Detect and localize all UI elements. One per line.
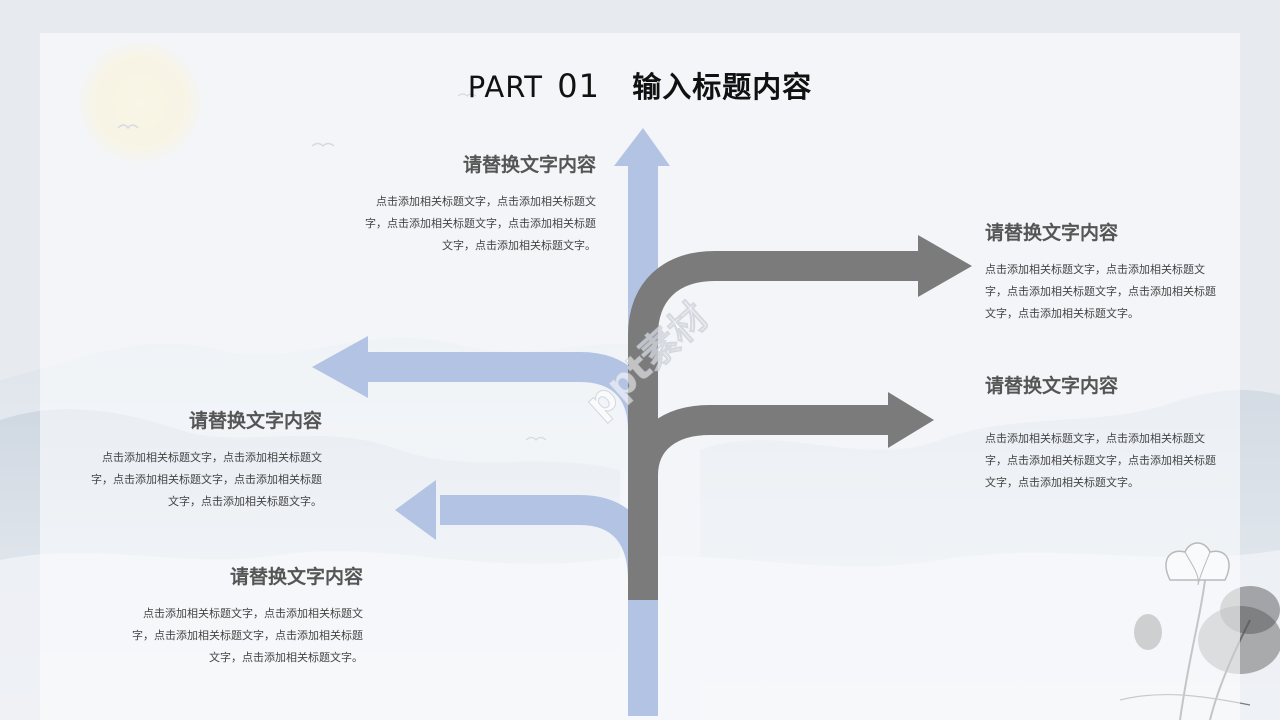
- arrow-right-upper-head: [918, 235, 972, 297]
- block-heading: 请替换文字内容: [229, 566, 363, 588]
- arrow-right-upper-gray: [628, 251, 922, 520]
- text-block-top-right: 请替换文字内容 点击添加相关标题文字，点击添加相关标题文字，点击添加相关标题文字…: [985, 218, 1217, 325]
- title-part: PART: [467, 70, 544, 104]
- block-body: 点击添加相关标题文字，点击添加相关标题文字，点击添加相关标题文字，点击添加相关标…: [985, 263, 1216, 320]
- page-title: PART 01 输入标题内容: [0, 64, 1280, 106]
- block-heading: 请替换文字内容: [188, 410, 322, 432]
- block-heading: 请替换文字内容: [462, 154, 596, 176]
- block-heading: 请替换文字内容: [985, 375, 1119, 397]
- title-number: 01: [557, 67, 600, 105]
- block-heading: 请替换文字内容: [985, 222, 1119, 244]
- arrow-right-lower-gray: [628, 405, 892, 600]
- text-block-mid-left: 请替换文字内容 点击添加相关标题文字，点击添加相关标题文字，点击添加相关标题文字…: [90, 406, 322, 513]
- block-body: 点击添加相关标题文字，点击添加相关标题文字，点击添加相关标题文字，点击添加相关标…: [91, 451, 322, 508]
- block-body: 点击添加相关标题文字，点击添加相关标题文字，点击添加相关标题文字，点击添加相关标…: [985, 432, 1216, 489]
- block-body: 点击添加相关标题文字，点击添加相关标题文字，点击添加相关标题文字，点击添加相关标…: [132, 607, 363, 664]
- arrow-left-upper-head: [312, 336, 368, 398]
- arrow-right-lower-head: [888, 392, 934, 448]
- text-block-mid-right: 请替换文字内容 点击添加相关标题文字，点击添加相关标题文字，点击添加相关标题文字…: [985, 371, 1217, 494]
- title-main: 输入标题内容: [632, 70, 813, 104]
- text-block-bottom-left: 请替换文字内容 点击添加相关标题文字，点击添加相关标题文字，点击添加相关标题文字…: [131, 562, 363, 669]
- arrow-left-lower-blue: [440, 495, 658, 716]
- text-block-top-left: 请替换文字内容 点击添加相关标题文字，点击添加相关标题文字，点击添加相关标题文字…: [364, 150, 596, 257]
- arrow-left-lower-head: [395, 480, 436, 540]
- block-body: 点击添加相关标题文字，点击添加相关标题文字，点击添加相关标题文字，点击添加相关标…: [365, 195, 596, 252]
